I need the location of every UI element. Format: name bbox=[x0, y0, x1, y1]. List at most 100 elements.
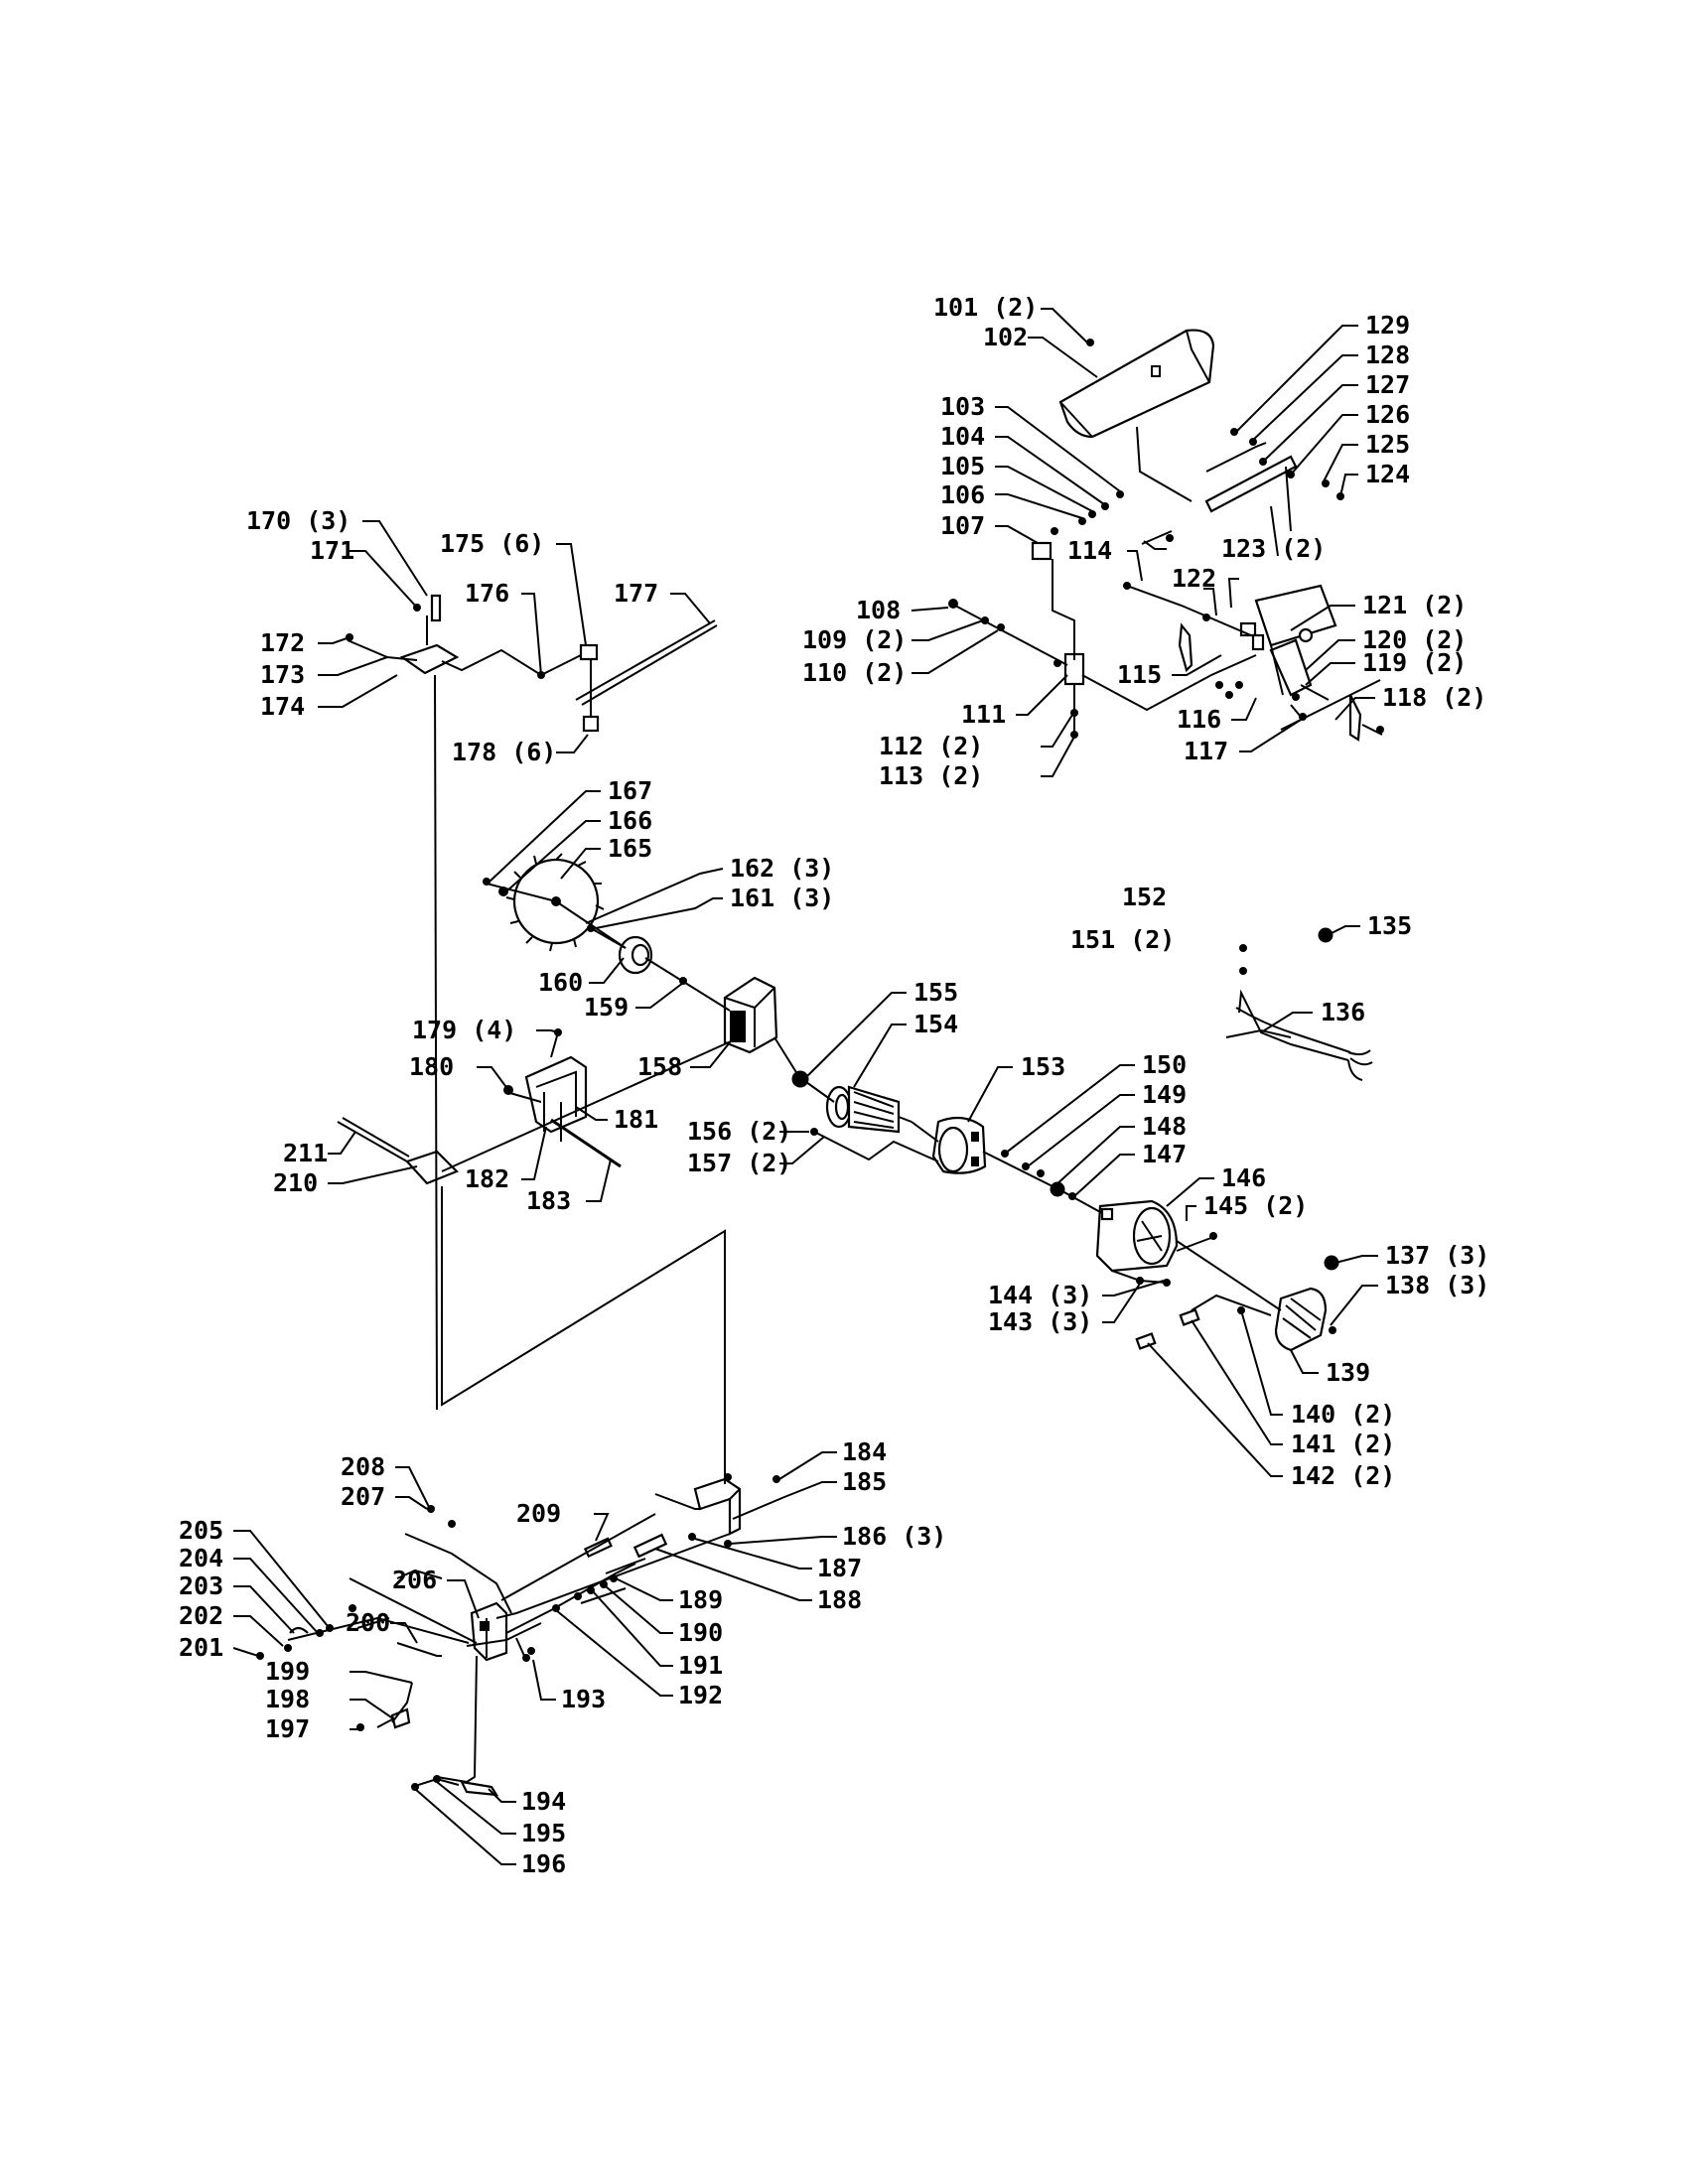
label-193: 193 bbox=[561, 1685, 606, 1713]
label-127: 127 bbox=[1365, 370, 1410, 399]
stator-part bbox=[931, 1116, 987, 1174]
label-122: 122 bbox=[1172, 564, 1216, 593]
label-196: 196 bbox=[521, 1849, 566, 1878]
label-111: 111 bbox=[961, 700, 1006, 729]
label-206: 206 bbox=[392, 1566, 437, 1594]
label-176: 176 bbox=[465, 579, 509, 608]
label-107: 107 bbox=[940, 511, 985, 540]
label-166: 166 bbox=[608, 806, 652, 835]
label-175: 175 (6) bbox=[440, 529, 544, 558]
label-101: 101 (2) bbox=[933, 293, 1038, 322]
label-143: 143 (3) bbox=[988, 1307, 1092, 1336]
label-170: 170 (3) bbox=[246, 506, 351, 535]
label-135: 135 bbox=[1367, 911, 1412, 940]
label-118: 118 (2) bbox=[1382, 683, 1486, 712]
armature-part bbox=[825, 1085, 912, 1134]
label-198: 198 bbox=[265, 1685, 310, 1713]
label-102: 102 bbox=[983, 323, 1028, 351]
label-190: 190 bbox=[678, 1618, 723, 1647]
label-114: 114 bbox=[1067, 536, 1112, 565]
label-162: 162 (3) bbox=[730, 854, 834, 883]
brush-parts bbox=[1135, 1308, 1200, 1350]
label-126: 126 bbox=[1365, 400, 1410, 429]
label-120: 120 (2) bbox=[1362, 625, 1467, 654]
blade-guard-part bbox=[1058, 329, 1215, 439]
label-203: 203 bbox=[179, 1571, 223, 1600]
label-125: 125 bbox=[1365, 430, 1410, 459]
part-188-shape bbox=[632, 1533, 668, 1559]
label-128: 128 bbox=[1365, 341, 1410, 369]
label-208: 208 bbox=[341, 1452, 385, 1481]
label-204: 204 bbox=[179, 1544, 223, 1572]
label-112: 112 (2) bbox=[879, 732, 983, 760]
label-148: 148 bbox=[1142, 1112, 1187, 1141]
label-124: 124 bbox=[1365, 460, 1410, 488]
label-171: 171 bbox=[310, 536, 354, 565]
label-110: 110 (2) bbox=[802, 658, 907, 687]
label-188: 188 bbox=[817, 1585, 862, 1614]
label-104: 104 bbox=[940, 422, 985, 451]
label-186: 186 (3) bbox=[842, 1522, 946, 1551]
label-146: 146 bbox=[1221, 1163, 1266, 1192]
assembly-lines bbox=[287, 426, 1383, 1788]
part-drawings bbox=[289, 329, 1373, 1797]
label-149: 149 bbox=[1142, 1080, 1187, 1109]
label-189: 189 bbox=[678, 1585, 723, 1614]
bracket-107-part bbox=[1031, 541, 1052, 561]
label-192: 192 bbox=[678, 1681, 723, 1709]
label-147: 147 bbox=[1142, 1140, 1187, 1168]
label-144: 144 (3) bbox=[988, 1281, 1092, 1309]
label-141: 141 (2) bbox=[1291, 1430, 1395, 1458]
fence-clamp-part bbox=[399, 594, 718, 733]
label-150: 150 bbox=[1142, 1050, 1187, 1079]
label-142: 142 (2) bbox=[1291, 1461, 1395, 1490]
label-103: 103 bbox=[940, 392, 985, 421]
label-201: 201 bbox=[179, 1633, 223, 1662]
part-198-shape bbox=[390, 1707, 411, 1729]
label-159: 159 bbox=[584, 993, 629, 1022]
bearing-155-part bbox=[791, 1070, 809, 1088]
label-139: 139 bbox=[1326, 1358, 1370, 1387]
label-153: 153 bbox=[1021, 1052, 1065, 1081]
callout-labels: 101 (2) 102 103 104 105 106 107 108 109 … bbox=[179, 293, 1489, 1878]
label-182: 182 bbox=[465, 1164, 509, 1193]
label-119: 119 (2) bbox=[1362, 648, 1467, 677]
part-194-shape bbox=[460, 1780, 499, 1797]
label-156: 156 (2) bbox=[687, 1117, 791, 1146]
gear-housing-part bbox=[723, 976, 778, 1054]
label-158: 158 bbox=[637, 1052, 682, 1081]
label-195: 195 bbox=[521, 1819, 566, 1847]
label-116: 116 bbox=[1177, 705, 1221, 734]
label-177: 177 bbox=[614, 579, 658, 608]
label-145: 145 (2) bbox=[1203, 1191, 1308, 1220]
label-121: 121 (2) bbox=[1362, 591, 1467, 619]
leader-lines bbox=[232, 308, 1378, 1865]
label-167: 167 bbox=[608, 776, 652, 805]
label-179: 179 (4) bbox=[412, 1016, 516, 1044]
label-154: 154 bbox=[913, 1010, 958, 1038]
switch-plate-part bbox=[337, 1117, 459, 1185]
label-157: 157 (2) bbox=[687, 1149, 791, 1177]
label-129: 129 bbox=[1365, 311, 1410, 340]
splitter-assembly-part bbox=[1178, 455, 1362, 742]
end-cover-part bbox=[1274, 1287, 1328, 1352]
label-184: 184 bbox=[842, 1437, 887, 1466]
label-152: 152 bbox=[1122, 883, 1167, 911]
label-160: 160 bbox=[538, 968, 583, 997]
label-199: 199 bbox=[265, 1657, 310, 1686]
label-123: 123 (2) bbox=[1221, 534, 1326, 563]
label-191: 191 bbox=[678, 1651, 723, 1680]
label-136: 136 bbox=[1321, 998, 1365, 1026]
arbor-flange-part bbox=[618, 935, 653, 975]
label-200: 200 bbox=[346, 1608, 390, 1637]
label-172: 172 bbox=[260, 628, 305, 657]
label-187: 187 bbox=[817, 1554, 862, 1582]
label-151: 151 (2) bbox=[1070, 925, 1175, 954]
label-155: 155 bbox=[913, 978, 958, 1007]
label-185: 185 bbox=[842, 1467, 887, 1496]
label-181: 181 bbox=[614, 1105, 658, 1134]
label-173: 173 bbox=[260, 660, 305, 689]
label-194: 194 bbox=[521, 1787, 566, 1816]
label-207: 207 bbox=[341, 1482, 385, 1511]
